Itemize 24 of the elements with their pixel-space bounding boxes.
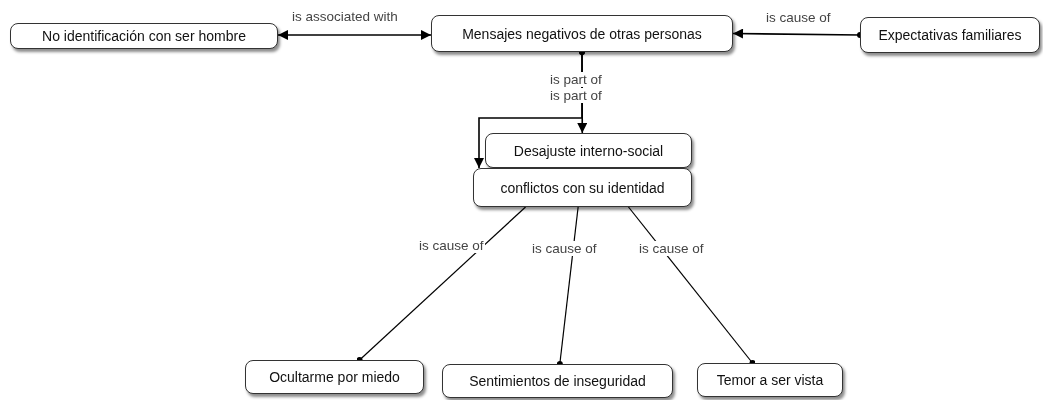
concept-box	[442, 364, 673, 398]
concept-box	[473, 168, 692, 207]
concept-box	[860, 17, 1040, 53]
concept-text: No identificación con ser hombre	[42, 28, 246, 44]
concept-box	[697, 363, 843, 397]
concept-text: conflictos con su identidad	[500, 179, 665, 196]
concept-box	[485, 133, 692, 168]
concept-box	[10, 23, 278, 49]
concept-text: Desajuste interno-social	[513, 142, 664, 159]
edge-label: is cause of	[638, 241, 705, 256]
concept-box	[245, 360, 424, 394]
edge-label: is part of	[549, 72, 603, 87]
concept-text: Mensajes negativos de otras personas	[462, 25, 702, 42]
connector-line	[277, 29, 432, 40]
concept-text: Ocultarme por miedo	[269, 369, 400, 385]
edge-label: is cause of	[765, 10, 832, 25]
edge-label: is cause of	[418, 238, 485, 253]
concept-text: Expectativas familiares	[878, 27, 1022, 43]
concept-text: Sentimientos de inseguridad	[469, 373, 646, 389]
edge-label: is cause of	[531, 241, 598, 256]
edge-label: is associated with	[291, 9, 399, 24]
concept-box	[431, 15, 733, 52]
edge-label: is part of	[549, 88, 603, 103]
concept-text: Temor a ser vista	[716, 372, 824, 388]
